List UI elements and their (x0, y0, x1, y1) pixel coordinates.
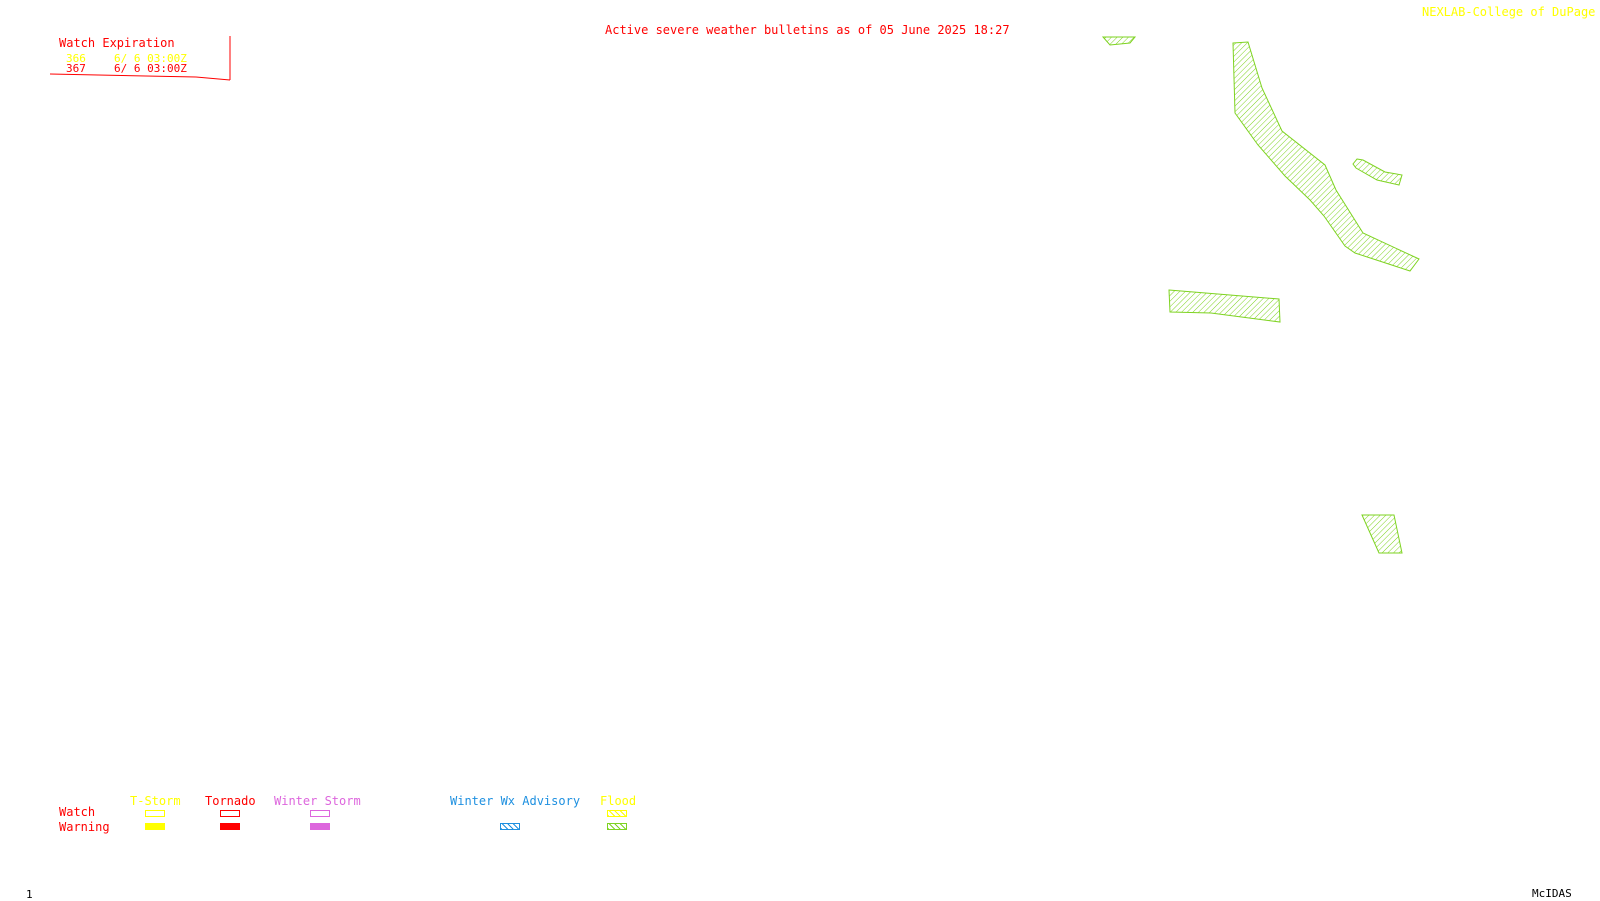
legend-tstorm-warning-swatch (145, 823, 165, 830)
mcidas-label: McIDAS (1532, 887, 1572, 900)
watch-number-367: 367 (66, 62, 86, 75)
legend-flood-label: Flood (600, 794, 637, 808)
legend-tornado-watch-swatch (220, 810, 240, 817)
flood-warning-area[interactable] (1232, 41, 1420, 272)
flood-warning-area[interactable] (1352, 158, 1403, 186)
legend-winter-storm-watch-swatch (310, 810, 330, 817)
legend-winter-storm-warning-swatch (310, 823, 330, 830)
legend-tornado-label: Tornado (205, 794, 256, 808)
legend-flood-watch-swatch (607, 810, 627, 817)
legend-flood-warning-swatch (607, 823, 627, 830)
flood-warning-area[interactable] (1361, 514, 1403, 554)
watch-expiration-367: 6/ 6 03:00Z (114, 62, 187, 75)
legend-winter-wx-advisory-swatch (500, 823, 520, 830)
legend-winter-wx-advisory-label: Winter Wx Advisory (450, 794, 581, 808)
watch-number-366: 366 (66, 52, 86, 65)
flood-warning-area[interactable] (1101, 36, 1137, 46)
legend-tstorm-label: T-Storm (130, 794, 181, 808)
nexlab-credit: NEXLAB-College of DuPage R (1422, 5, 1600, 19)
watch-expiration-heading: Watch Expiration (59, 36, 175, 50)
frame-number: 1 (26, 888, 33, 901)
watch-box-outline (49, 36, 231, 81)
flood-warning-area[interactable] (1168, 289, 1281, 323)
watch-expiration-366: 6/ 6 03:00Z (114, 52, 187, 65)
legend-watch-label: Watch (59, 805, 96, 819)
bulletin-title: Active severe weather bulletins as of 05… (605, 23, 1010, 37)
legend-winter-storm-label: Winter Storm (274, 794, 361, 808)
legend-tornado-warning-swatch (220, 823, 240, 830)
legend-warning-label: Warning (59, 820, 110, 834)
legend-tstorm-watch-swatch (145, 810, 165, 817)
